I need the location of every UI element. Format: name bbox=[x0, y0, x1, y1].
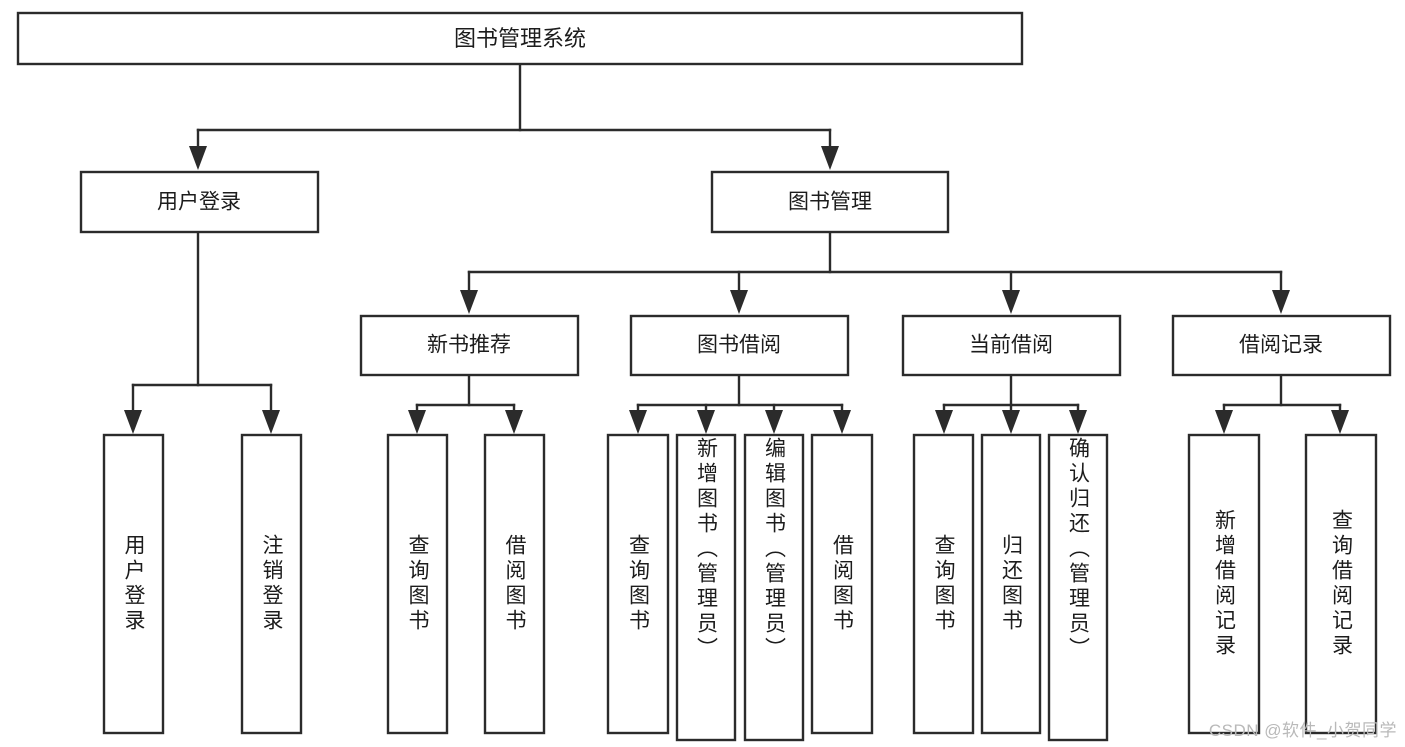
node-leaf-add-book-admin[interactable] bbox=[675, 433, 737, 742]
arrow-head-leaf-query-book-3 bbox=[935, 410, 953, 434]
connector-layer bbox=[124, 62, 1349, 434]
watermark-text: CSDN @软件_小贺同学 bbox=[1208, 721, 1397, 740]
arrow-head-current-borrow bbox=[1002, 290, 1020, 314]
node-borrow-record[interactable] bbox=[1171, 314, 1392, 377]
node-current-borrow[interactable] bbox=[901, 314, 1122, 377]
arrow-head-leaf-return-book bbox=[1002, 410, 1020, 434]
arrow-head-book-manage bbox=[821, 146, 839, 170]
node-user-login-label: 用户登录 bbox=[157, 191, 241, 214]
arrow-head-leaf-logout bbox=[262, 410, 280, 434]
arrow-head-leaf-query-book-2 bbox=[629, 410, 647, 434]
node-leaf-edit-book-admin[interactable] bbox=[743, 433, 805, 742]
arrow-head-leaf-query-book-1 bbox=[408, 410, 426, 434]
arrow-head-new-book bbox=[460, 290, 478, 314]
node-root-system-label: 图书管理系统 bbox=[454, 26, 586, 51]
node-leaf-logout[interactable] bbox=[240, 433, 303, 735]
arrow-head-leaf-user-login bbox=[124, 410, 142, 434]
node-book-management[interactable] bbox=[710, 170, 950, 234]
node-leaf-confirm-return-admin[interactable] bbox=[1047, 433, 1109, 742]
node-layer: 图书管理系统 用户登录 图书管理 新书推荐 图书借阅 当前借阅 借阅记录 bbox=[16, 11, 1392, 742]
arrow-head-leaf-confirm-return bbox=[1069, 410, 1087, 434]
node-leaf-borrow-book-recommend[interactable] bbox=[483, 433, 546, 735]
node-new-book-recommend-label: 新书推荐 bbox=[427, 334, 511, 357]
arrow-head-book-borrow bbox=[730, 290, 748, 314]
arrow-head-leaf-borrow-book-1 bbox=[505, 410, 523, 434]
node-leaf-query-borrow-record[interactable] bbox=[1304, 433, 1378, 735]
node-book-borrow[interactable] bbox=[629, 314, 850, 377]
node-borrow-record-label: 借阅记录 bbox=[1239, 334, 1323, 357]
arrow-head-leaf-borrow-book-2 bbox=[833, 410, 851, 434]
node-leaf-user-login[interactable] bbox=[102, 433, 165, 735]
arrow-head-leaf-edit-book bbox=[765, 410, 783, 434]
node-leaf-query-book-borrow[interactable] bbox=[606, 433, 670, 735]
node-leaf-query-book-current[interactable] bbox=[912, 433, 975, 735]
node-book-borrow-label: 图书借阅 bbox=[697, 334, 781, 357]
arrow-head-borrow-record bbox=[1272, 290, 1290, 314]
node-book-management-label: 图书管理 bbox=[788, 191, 872, 214]
node-current-borrow-label: 当前借阅 bbox=[969, 334, 1053, 357]
node-leaf-borrow-book[interactable] bbox=[810, 433, 874, 735]
arrow-head-leaf-query-record bbox=[1331, 410, 1349, 434]
node-new-book-recommend[interactable] bbox=[359, 314, 580, 377]
node-leaf-query-book-recommend[interactable] bbox=[386, 433, 449, 735]
node-leaf-add-borrow-record[interactable] bbox=[1187, 433, 1261, 735]
node-user-login[interactable] bbox=[79, 170, 320, 234]
node-root-system[interactable] bbox=[16, 11, 1024, 66]
arrow-head-leaf-add-book bbox=[697, 410, 715, 434]
arrow-head-user-login bbox=[189, 146, 207, 170]
node-leaf-return-book[interactable] bbox=[980, 433, 1042, 735]
arrow-head-leaf-add-record bbox=[1215, 410, 1233, 434]
